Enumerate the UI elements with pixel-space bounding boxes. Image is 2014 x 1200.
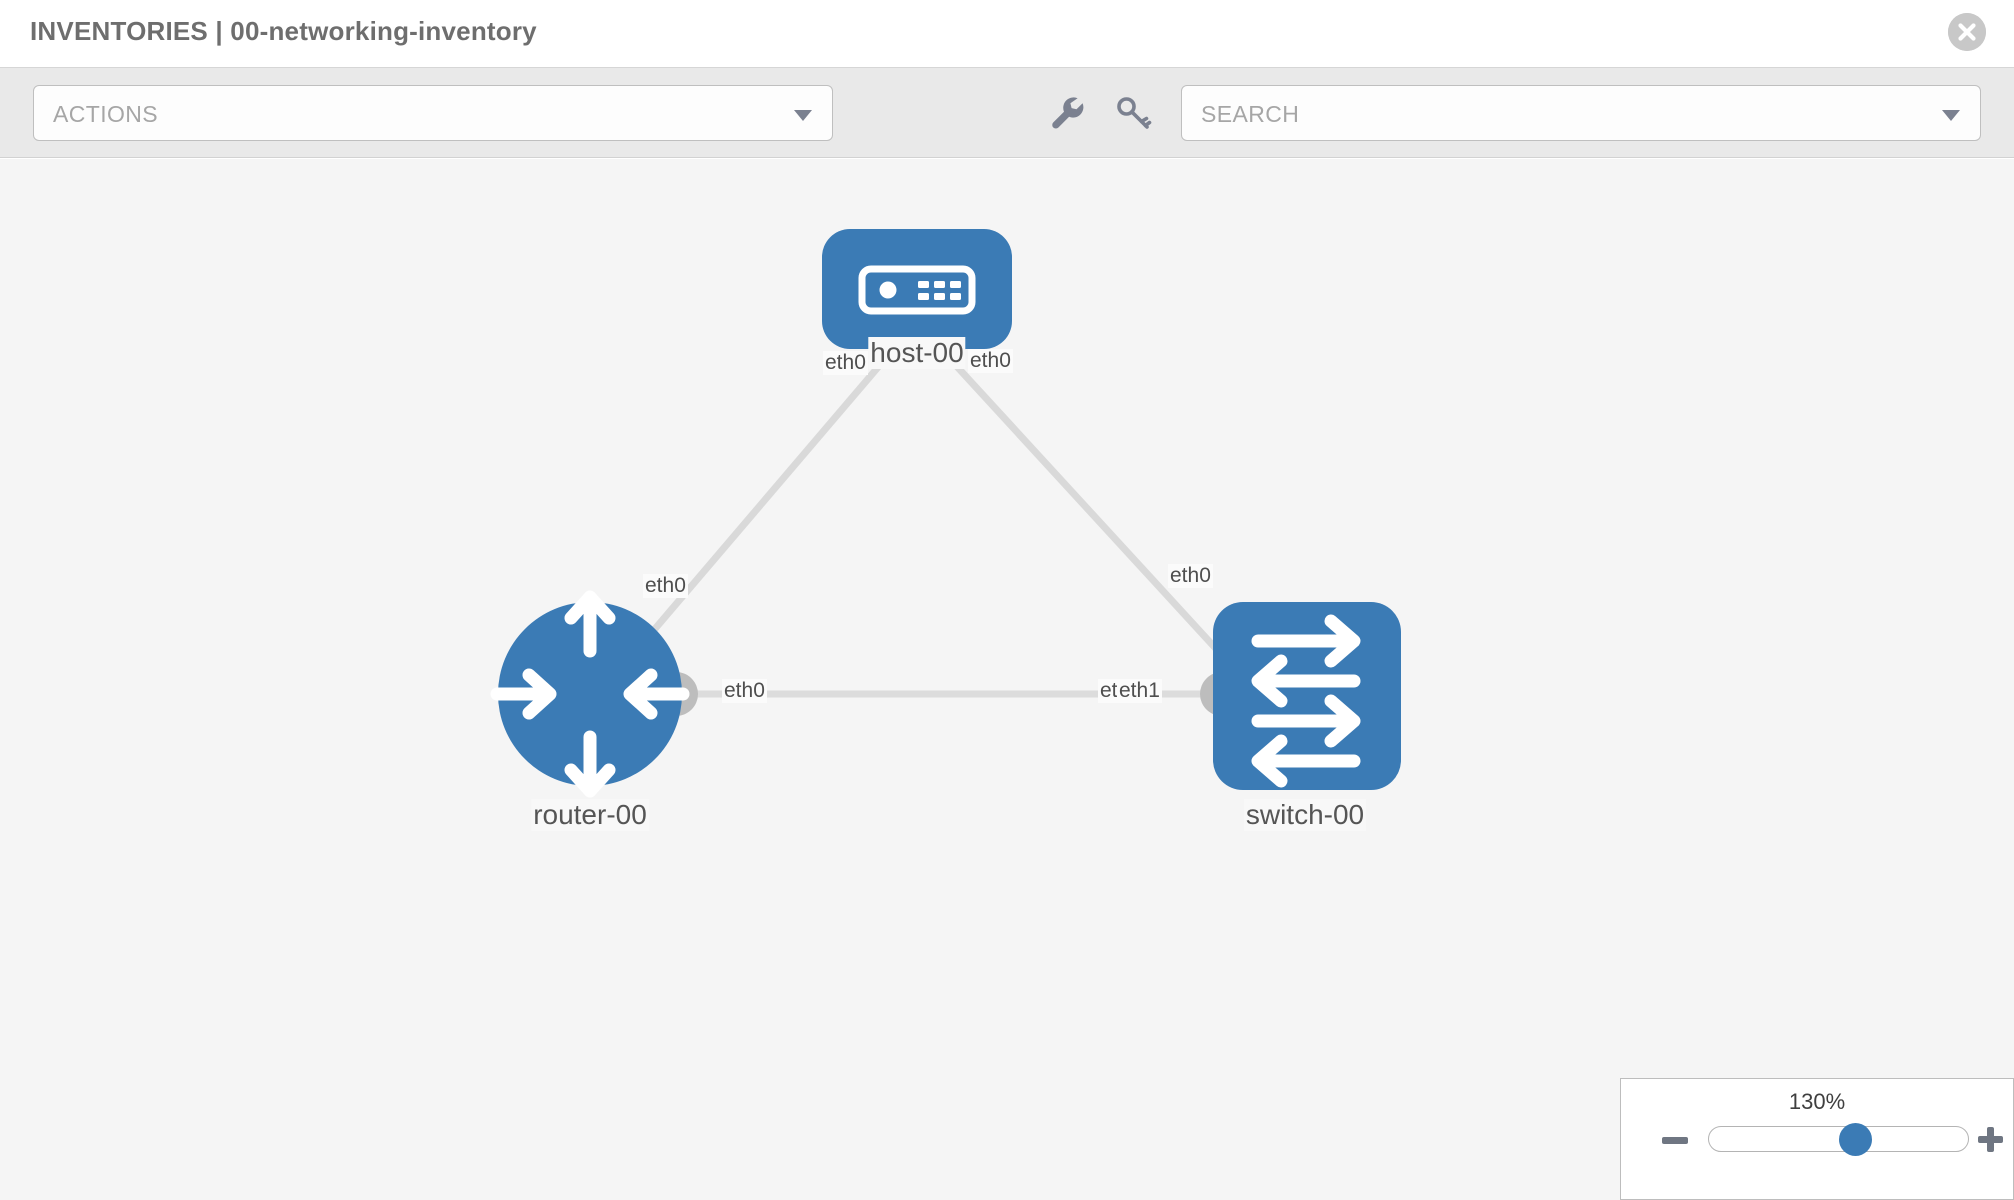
node-label-host-00: host-00: [868, 337, 966, 369]
edge-label-switch-eth0-uplink: eth0: [1168, 564, 1213, 588]
zoom-control-panel: 130%: [1620, 1078, 2014, 1200]
chevron-down-icon[interactable]: [1942, 110, 1960, 121]
node-host-00: [822, 229, 1012, 349]
link-host-router: [622, 356, 888, 667]
node-label-router-00: router-00: [531, 799, 649, 831]
zoom-slider[interactable]: [1708, 1123, 1969, 1156]
actions-dropdown[interactable]: ACTIONS: [33, 85, 833, 141]
search-input[interactable]: SEARCH: [1181, 85, 1981, 141]
edge-label-host-eth0-right: eth0: [968, 349, 1013, 373]
topology-canvas[interactable]: host-00 router-00 switch-00 eth0 eth0 et…: [0, 159, 2014, 1200]
edge-label-router-eth0: eth0: [722, 679, 767, 703]
edge-label-host-eth0-left: eth0: [823, 351, 868, 375]
zoom-level-value: 130%: [1788, 1089, 1846, 1114]
key-icon[interactable]: [1110, 90, 1156, 136]
node-label-switch-00: switch-00: [1243, 799, 1367, 831]
chevron-down-icon: [794, 110, 812, 121]
page-header: INVENTORIES | 00-networking-inventory: [0, 0, 2014, 68]
wrench-icon[interactable]: [1043, 90, 1089, 136]
page-title: INVENTORIES | 00-networking-inventory: [30, 16, 537, 46]
node-switch-00: [1213, 602, 1401, 790]
edge-label-switch-eth1: eth1: [1117, 679, 1162, 703]
close-icon[interactable]: [1948, 13, 1986, 51]
node-router-00: [490, 590, 690, 798]
link-host-switch: [947, 356, 1233, 667]
zoom-out-button[interactable]: [1662, 1137, 1688, 1144]
search-placeholder: SEARCH: [1201, 101, 1300, 127]
toolbar: ACTIONS SEARCH: [0, 68, 2014, 158]
edge-label-router-eth0-uplink: eth0: [643, 574, 688, 598]
topology-connectors: [654, 319, 1257, 716]
zoom-slider-thumb[interactable]: [1839, 1123, 1872, 1156]
topology-graph: [490, 229, 1401, 798]
topology-links: [622, 356, 1233, 698]
zoom-in-button[interactable]: [1978, 1127, 2003, 1152]
actions-dropdown-label: ACTIONS: [53, 101, 159, 127]
